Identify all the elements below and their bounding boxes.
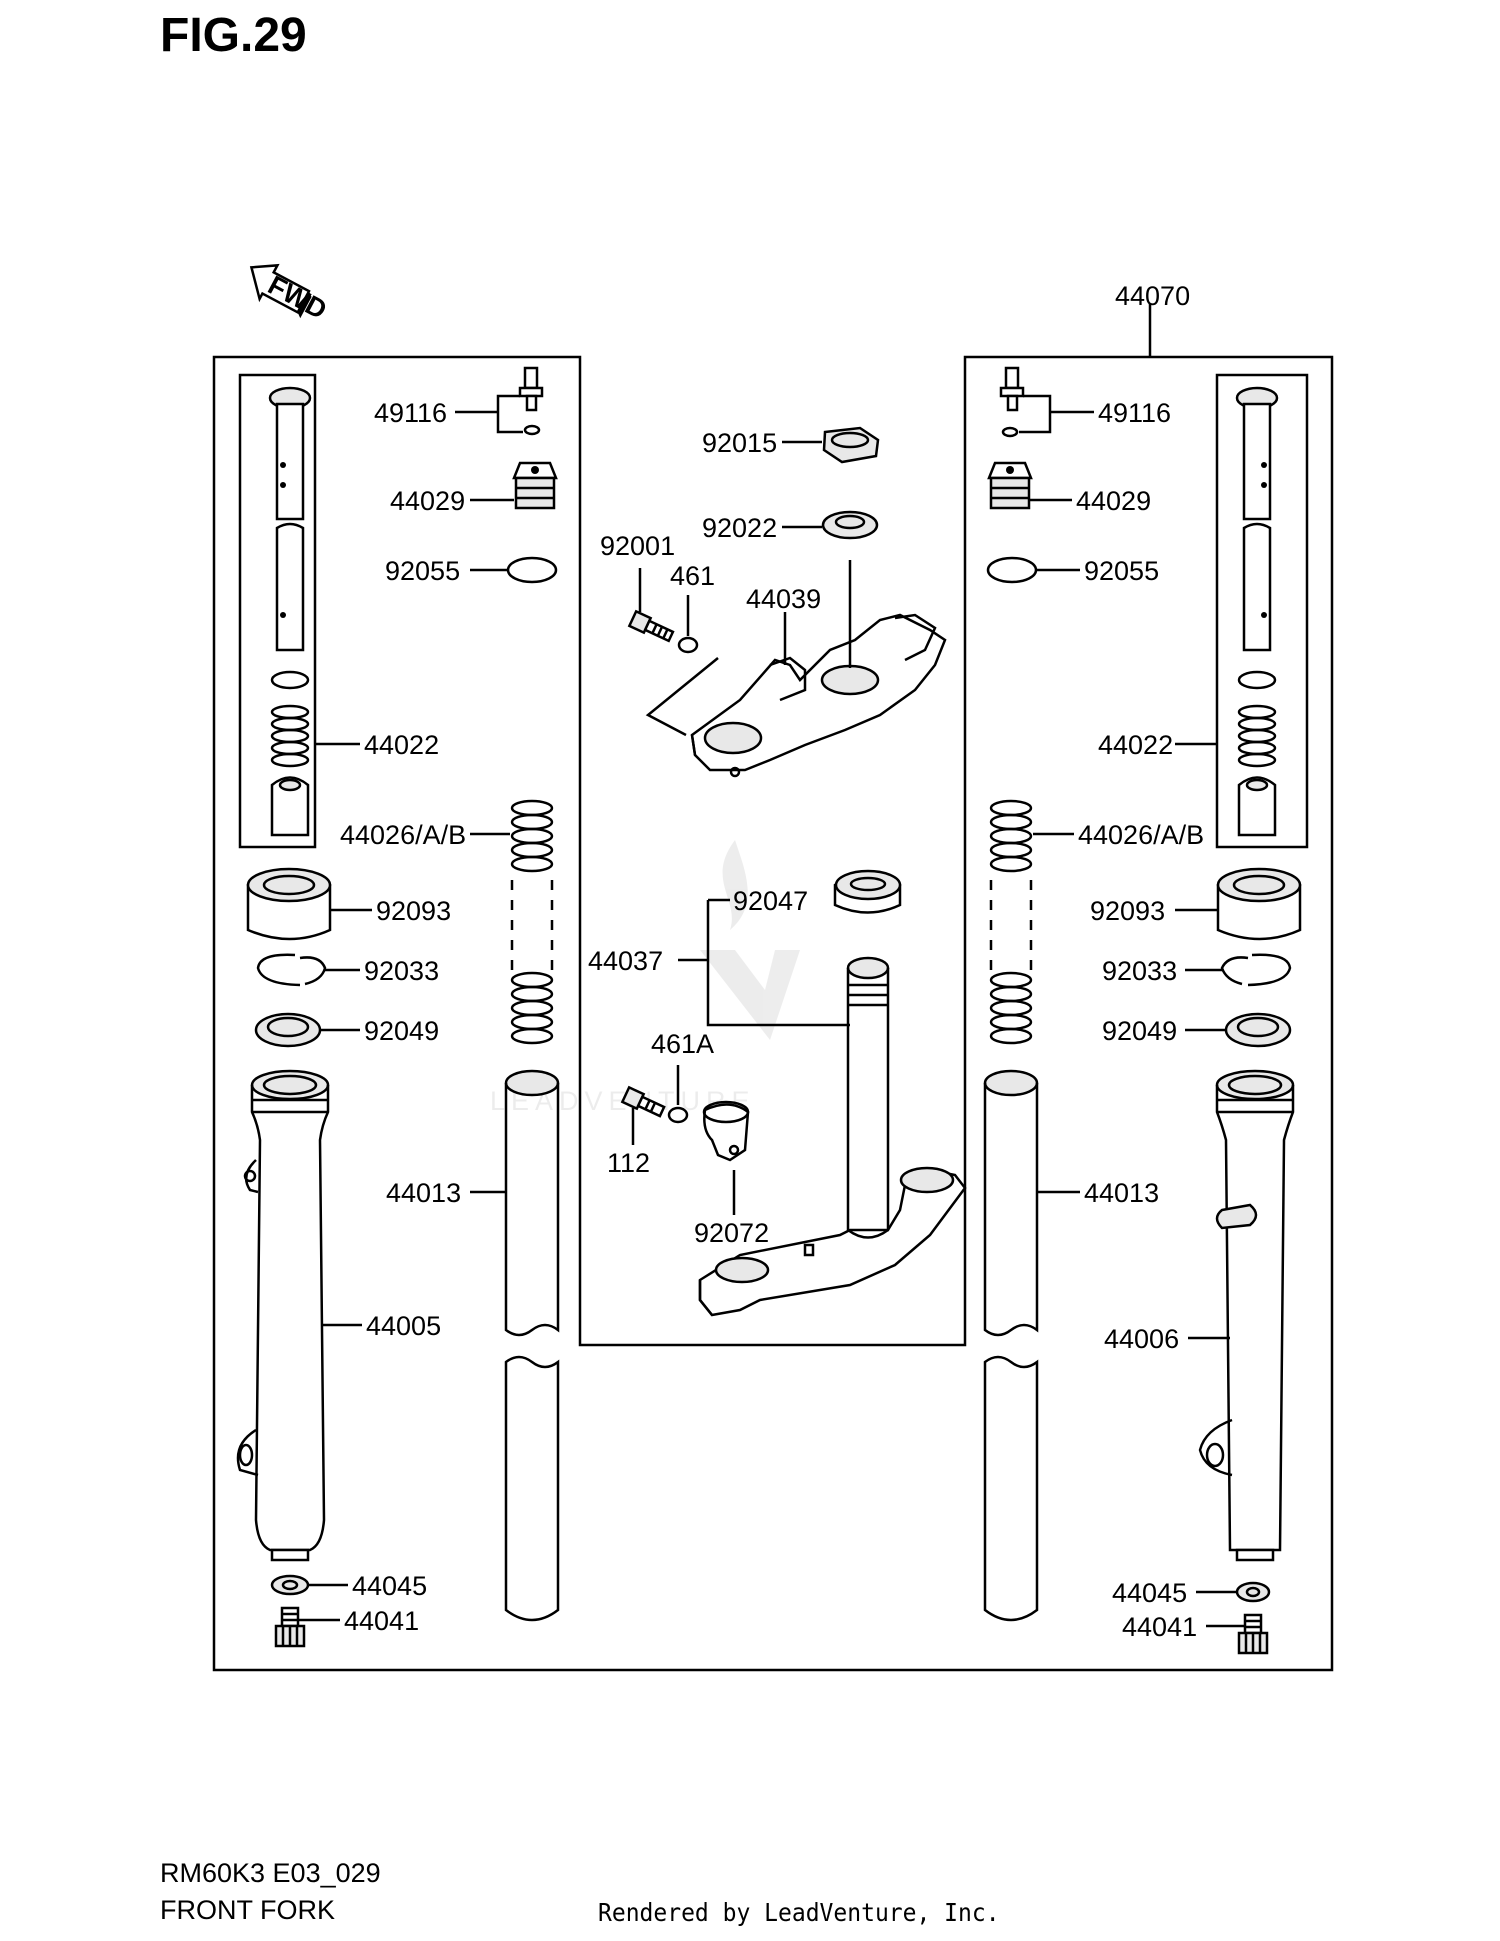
upper-bracket-bolt bbox=[627, 609, 675, 643]
left-fork-frame bbox=[212, 355, 1334, 1672]
label-44013-left: 44013 bbox=[386, 1178, 461, 1208]
label-92033-left: 92033 bbox=[364, 956, 439, 986]
label-92022: 92022 bbox=[702, 513, 777, 543]
left-damper-rod bbox=[268, 386, 312, 652]
label-92055-right: 92055 bbox=[1084, 556, 1159, 586]
figure-title: FIG.29 bbox=[160, 9, 307, 62]
left-dust-seal bbox=[246, 867, 332, 941]
fwd-arrow-icon: FWD bbox=[249, 263, 332, 325]
render-credit: Rendered by LeadVenture, Inc. bbox=[598, 1898, 1000, 1927]
right-rebound-spring bbox=[1237, 704, 1277, 768]
left-oil-lock-piece bbox=[270, 776, 310, 837]
label-92049-right: 92049 bbox=[1102, 1016, 1177, 1046]
left-drain-washer bbox=[270, 1574, 310, 1596]
label-44041-right: 44041 bbox=[1122, 1612, 1197, 1642]
lower-bracket-stem bbox=[698, 956, 967, 1317]
label-49116-right: 49116 bbox=[1098, 398, 1171, 428]
right-inner-tube bbox=[983, 1069, 1039, 1622]
diagram-code: RM60K3 E03_029 bbox=[160, 1858, 381, 1888]
label-44026-right: 44026/A/B bbox=[1078, 820, 1204, 850]
label-92001: 92001 bbox=[600, 531, 675, 561]
right-fork-spring bbox=[989, 799, 1033, 1045]
label-92049-left: 92049 bbox=[364, 1016, 439, 1046]
left-cartridge-box bbox=[238, 373, 317, 849]
label-44037: 44037 bbox=[588, 946, 663, 976]
diagram-name: FRONT FORK bbox=[160, 1895, 335, 1925]
left-air-valve bbox=[518, 366, 544, 436]
label-92055-left: 92055 bbox=[385, 556, 460, 586]
upper-bracket bbox=[690, 613, 947, 778]
label-92093-left: 92093 bbox=[376, 896, 451, 926]
right-cylinder-bolt bbox=[1237, 1613, 1269, 1655]
lower-lock-washer bbox=[667, 1106, 689, 1124]
label-44070: 44070 bbox=[1115, 281, 1190, 311]
label-461: 461 bbox=[670, 561, 715, 591]
left-fork-spring bbox=[510, 799, 554, 1045]
right-oil-lock-piece bbox=[1237, 776, 1277, 837]
stem-washer bbox=[821, 510, 879, 540]
left-o-ring bbox=[506, 556, 558, 584]
right-air-valve bbox=[999, 366, 1025, 438]
left-rod-clip bbox=[270, 670, 310, 690]
upper-lock-washer bbox=[677, 636, 699, 654]
right-fork-cap-bolt bbox=[987, 461, 1033, 510]
label-92047: 92047 bbox=[733, 886, 808, 916]
label-44022-right: 44022 bbox=[1098, 730, 1173, 760]
right-dust-seal bbox=[1216, 867, 1302, 941]
label-44045-right: 44045 bbox=[1112, 1578, 1187, 1608]
right-rod-clip bbox=[1237, 670, 1277, 690]
steering-stem-nut bbox=[822, 426, 880, 464]
label-92015: 92015 bbox=[702, 428, 777, 458]
right-snap-ring bbox=[1220, 953, 1292, 987]
right-o-ring bbox=[986, 556, 1038, 584]
label-461A: 461A bbox=[651, 1029, 714, 1059]
label-44045-left: 44045 bbox=[352, 1571, 427, 1601]
hose-clamp bbox=[702, 1100, 750, 1162]
label-44022-left: 44022 bbox=[364, 730, 439, 760]
label-112: 112 bbox=[607, 1148, 650, 1178]
steering-bearing bbox=[833, 869, 902, 914]
label-92093-right: 92093 bbox=[1090, 896, 1165, 926]
left-inner-tube bbox=[504, 1069, 560, 1622]
left-fork-cap-bolt bbox=[512, 461, 558, 510]
right-damper-rod bbox=[1235, 386, 1279, 652]
label-44006: 44006 bbox=[1104, 1324, 1179, 1354]
fwd-label: FWD bbox=[263, 270, 331, 325]
right-drain-washer bbox=[1235, 1581, 1271, 1603]
label-49116-left: 49116 bbox=[374, 398, 447, 428]
label-92072: 92072 bbox=[694, 1218, 769, 1248]
left-outer-tube bbox=[236, 1069, 330, 1562]
left-rebound-spring bbox=[270, 704, 310, 768]
label-44039: 44039 bbox=[746, 584, 821, 614]
left-cylinder-bolt bbox=[274, 1606, 306, 1648]
label-44005: 44005 bbox=[366, 1311, 441, 1341]
label-44029-left: 44029 bbox=[390, 486, 465, 516]
lower-bracket-bolt bbox=[620, 1085, 666, 1118]
right-cartridge-box bbox=[1215, 373, 1309, 849]
left-oil-seal bbox=[254, 1012, 322, 1048]
label-44029-right: 44029 bbox=[1076, 486, 1151, 516]
label-44026-left: 44026/A/B bbox=[340, 820, 466, 850]
label-44041-left: 44041 bbox=[344, 1606, 419, 1636]
left-snap-ring bbox=[256, 953, 327, 987]
label-44013-right: 44013 bbox=[1084, 1178, 1159, 1208]
label-92033-right: 92033 bbox=[1102, 956, 1177, 986]
right-outer-tube bbox=[1198, 1069, 1295, 1562]
right-oil-seal bbox=[1224, 1012, 1292, 1048]
